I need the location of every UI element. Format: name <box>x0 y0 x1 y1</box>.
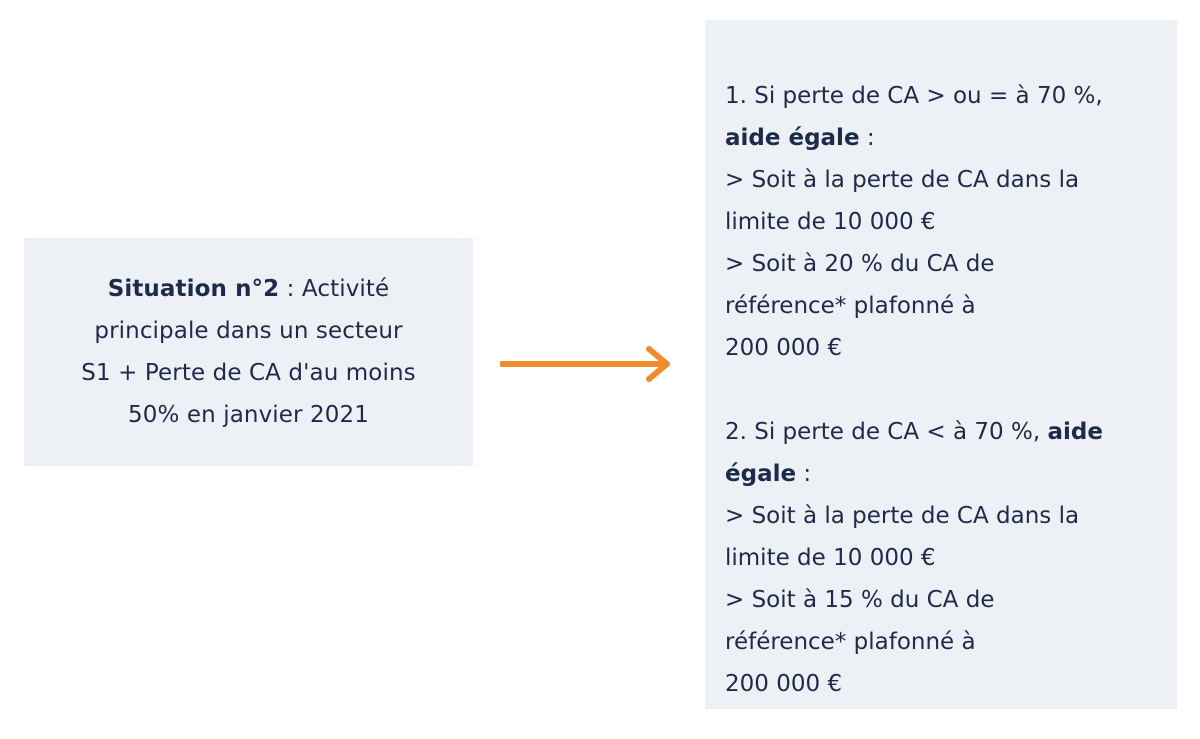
outcome-2-option-2-line-3: 200 000 € <box>725 671 843 697</box>
outcome-2: 2. Si perte de CA < à 70 %, aide égale :… <box>725 411 1165 705</box>
situation-line-1: principale dans un secteur <box>94 318 403 344</box>
outcome-2-aid-label-part-2: égale <box>725 461 797 487</box>
outcome-spacer <box>725 369 1165 411</box>
outcome-2-option-1-line-1: > Soit à la perte de CA dans la <box>725 503 1080 529</box>
situation-line-3: 50% en janvier 2021 <box>128 402 369 428</box>
outcome-1-option-1-line-2: limite de 10 000 € <box>725 209 936 235</box>
situation-line-2: S1 + Perte de CA d'au moins <box>81 360 416 386</box>
outcomes-box: 1. Si perte de CA > ou = à 70 %, aide ég… <box>705 20 1177 709</box>
outcome-1-condition: 1. Si perte de CA > ou = à 70 %, <box>725 83 1103 109</box>
outcome-2-aid-colon: : <box>796 461 812 487</box>
situation-title: Situation n°2 <box>107 276 280 302</box>
outcome-1-option-2-line-3: 200 000 € <box>725 335 843 361</box>
outcome-2-option-2-line-2: référence* plafonné à <box>725 629 976 655</box>
outcome-2-aid-line: égale : <box>725 453 1165 495</box>
outcome-2-condition: 2. Si perte de CA < à 70 %, <box>725 419 1041 445</box>
outcome-1-option-1-line-1: > Soit à la perte de CA dans la <box>725 167 1080 193</box>
situation-title-line: Situation n°2 : Activité <box>53 268 445 310</box>
situation-box: Situation n°2 : Activité principale dans… <box>24 238 473 466</box>
situation-text: Situation n°2 : Activité principale dans… <box>53 268 445 436</box>
outcome-1-option-2-line-2: référence* plafonné à <box>725 293 976 319</box>
outcome-1: 1. Si perte de CA > ou = à 70 %, aide ég… <box>725 75 1165 369</box>
arrow-right-icon <box>500 346 670 382</box>
outcome-2-option-1-line-2: limite de 10 000 € <box>725 545 936 571</box>
outcome-2-aid-label-part-1: aide <box>1047 419 1103 445</box>
outcome-2-condition-line: 2. Si perte de CA < à 70 %, aide <box>725 411 1165 453</box>
outcome-1-option-2-line-1: > Soit à 20 % du CA de <box>725 251 995 277</box>
outcome-1-aid-colon: : <box>859 125 875 151</box>
outcome-1-aid-line: aide égale : <box>725 117 1165 159</box>
outcome-2-option-2-line-1: > Soit à 15 % du CA de <box>725 587 995 613</box>
outcome-1-aid-label: aide égale <box>725 125 860 151</box>
situation-title-rest: : Activité <box>279 276 390 302</box>
